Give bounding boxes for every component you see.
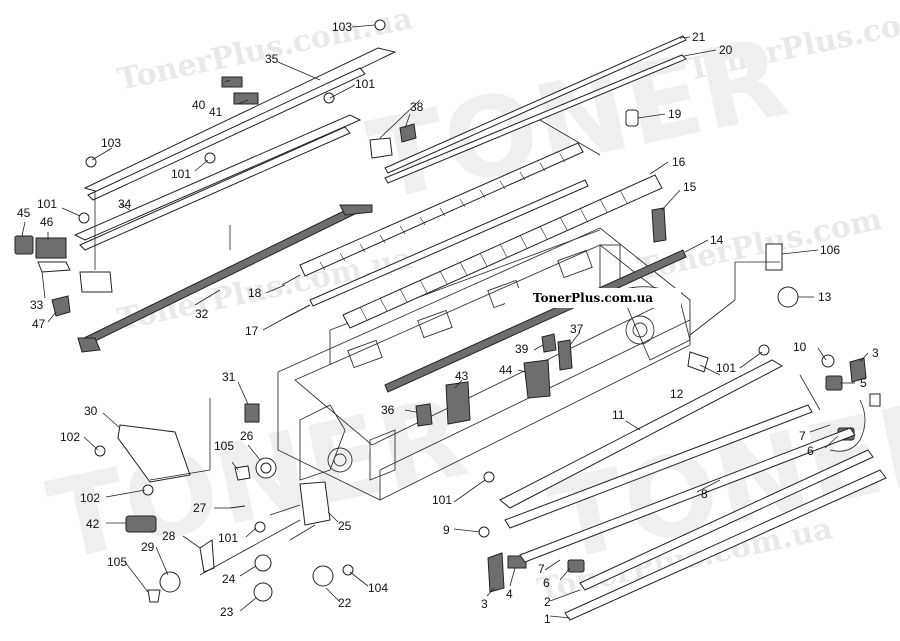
callout-101-left: 101: [37, 197, 57, 211]
watermark-text: TonerPlus.com: [634, 202, 885, 288]
callout-102-bottom: 102: [80, 491, 100, 505]
callout-7-right: 7: [799, 429, 806, 443]
callout-7-bottom: 7: [538, 562, 545, 576]
callout-102-top: 102: [60, 430, 80, 444]
site-watermark-label: TonerPlus.com.ua: [505, 288, 681, 308]
parts-top-plates: [384, 35, 687, 184]
callout-32: 32: [195, 307, 209, 321]
callout-106: 106: [820, 243, 840, 257]
callout-39: 39: [515, 342, 529, 356]
callout-27: 27: [193, 501, 207, 515]
callout-33: 33: [30, 298, 44, 312]
callout-29: 29: [141, 540, 155, 554]
callout-101-lower: 101: [218, 531, 238, 545]
callout-6-bottom: 6: [543, 576, 550, 590]
callout-34: 34: [118, 197, 132, 211]
callout-101-mid: 101: [171, 167, 191, 181]
parts-left-rails: [73, 47, 421, 293]
callout-19: 19: [668, 107, 682, 121]
callout-101: 101: [355, 77, 375, 91]
callout-8: 8: [701, 487, 708, 501]
callout-6-right: 6: [807, 444, 814, 458]
callout-1: 1: [544, 612, 551, 626]
callout-12: 12: [670, 387, 684, 401]
callout-45: 45: [17, 206, 31, 220]
callout-14: 14: [710, 233, 724, 247]
parts-dark-bars: [77, 204, 687, 393]
callout-44: 44: [499, 363, 513, 377]
parts-rollers: [281, 109, 663, 329]
callout-103-left: 103: [101, 136, 121, 150]
parts-small-blocks: [14, 76, 867, 593]
callout-11: 11: [612, 408, 625, 422]
callout-16: 16: [672, 155, 686, 169]
callout-labels: 103 35 101 40 41 38 103 101 34 101 45 46…: [17, 20, 879, 626]
callout-40: 40: [192, 98, 206, 112]
callout-101-bottom: 101: [432, 493, 452, 507]
callout-20: 20: [719, 43, 733, 57]
callout-43: 43: [455, 369, 469, 383]
parts-gears-brackets: [117, 398, 354, 603]
callout-28: 28: [162, 529, 176, 543]
callout-13: 13: [818, 290, 832, 304]
callout-42: 42: [86, 517, 100, 531]
callout-35: 35: [265, 52, 279, 66]
callout-17: 17: [245, 324, 259, 338]
leader-lines: [21, 24, 869, 619]
callout-46: 46: [40, 215, 54, 229]
parts-fasteners: [78, 19, 835, 538]
callout-101-right: 101: [716, 361, 736, 375]
callout-38: 38: [410, 100, 424, 114]
callout-26: 26: [240, 429, 254, 443]
callout-18: 18: [248, 286, 262, 300]
callout-41: 41: [209, 105, 223, 119]
callout-10: 10: [793, 340, 807, 354]
callout-104: 104: [368, 581, 388, 595]
callout-30: 30: [84, 404, 98, 418]
callout-9: 9: [443, 523, 450, 537]
callout-4: 4: [506, 587, 513, 601]
callout-22: 22: [338, 596, 352, 610]
callout-21: 21: [692, 30, 706, 44]
callout-31: 31: [222, 370, 236, 384]
callout-5: 5: [860, 376, 867, 390]
parts-right-bars: [499, 359, 887, 621]
callout-15: 15: [683, 180, 697, 194]
callout-37: 37: [570, 322, 584, 336]
callout-2: 2: [544, 595, 551, 609]
callout-3-right: 3: [872, 346, 879, 360]
callout-47: 47: [32, 317, 46, 331]
callout-25: 25: [338, 519, 352, 533]
callout-23: 23: [220, 605, 234, 619]
callout-3-bottom: 3: [481, 597, 488, 611]
callout-105-bottom: 105: [107, 555, 127, 569]
callout-105-top: 105: [214, 439, 234, 453]
callout-103: 103: [332, 20, 352, 34]
callout-36: 36: [381, 403, 395, 417]
callout-24: 24: [222, 572, 236, 586]
